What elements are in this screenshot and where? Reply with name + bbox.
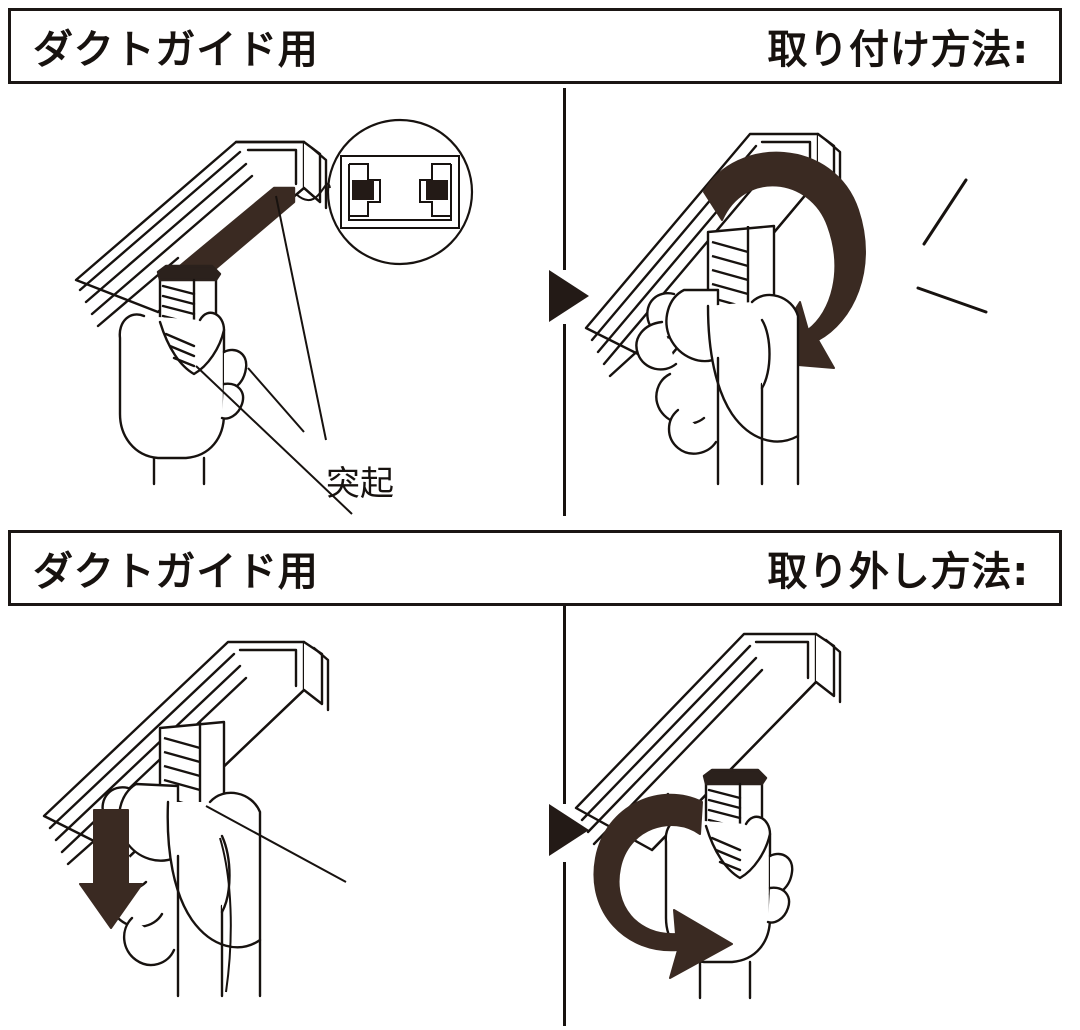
illustration-install-step-1: [74, 118, 474, 515]
section-body-remove: ストッパー: [8, 606, 1062, 1026]
section-header-remove: ダクトガイド用 取り外し方法:: [8, 530, 1062, 606]
arrow-rotate-clockwise-icon: [703, 151, 866, 369]
detail-circle-rail-cross-section: [295, 118, 474, 266]
header-title-left-remove: ダクトガイド用: [33, 549, 319, 595]
header-title-right-remove: 取り外し方法:: [767, 549, 1029, 595]
section-header-install: ダクトガイド用 取り付け方法:: [8, 8, 1062, 84]
panel-install-step-2: カチッ: [566, 84, 1062, 516]
illustration-install-step-2: [584, 132, 988, 486]
arrow-down-icon: [79, 809, 143, 929]
header-title-right-install: 取り付け方法:: [767, 27, 1029, 73]
illustration-remove-step-2: [574, 632, 842, 1000]
section-divider-line: [563, 88, 566, 270]
illustration-remove-step-1: [42, 640, 347, 998]
arrow-rotate-counterclockwise-icon: [593, 793, 733, 979]
panel-install-step-1: 突起 ストッパー: [8, 84, 563, 572]
callout-label-protrusion: 突起: [326, 464, 394, 504]
section-divider-line: [563, 862, 566, 1026]
section-divider-line: [563, 324, 566, 516]
panel-remove-step-2: [566, 606, 1062, 1026]
impact-accent-lines: [916, 178, 988, 314]
section-divider-line: [563, 606, 566, 804]
flow-arrow-icon: [549, 270, 589, 322]
header-title-left-install: ダクトガイド用: [33, 27, 319, 73]
panel-remove-step-1: ストッパー: [8, 606, 563, 1026]
section-body-install: 突起 ストッパー: [8, 84, 1062, 572]
